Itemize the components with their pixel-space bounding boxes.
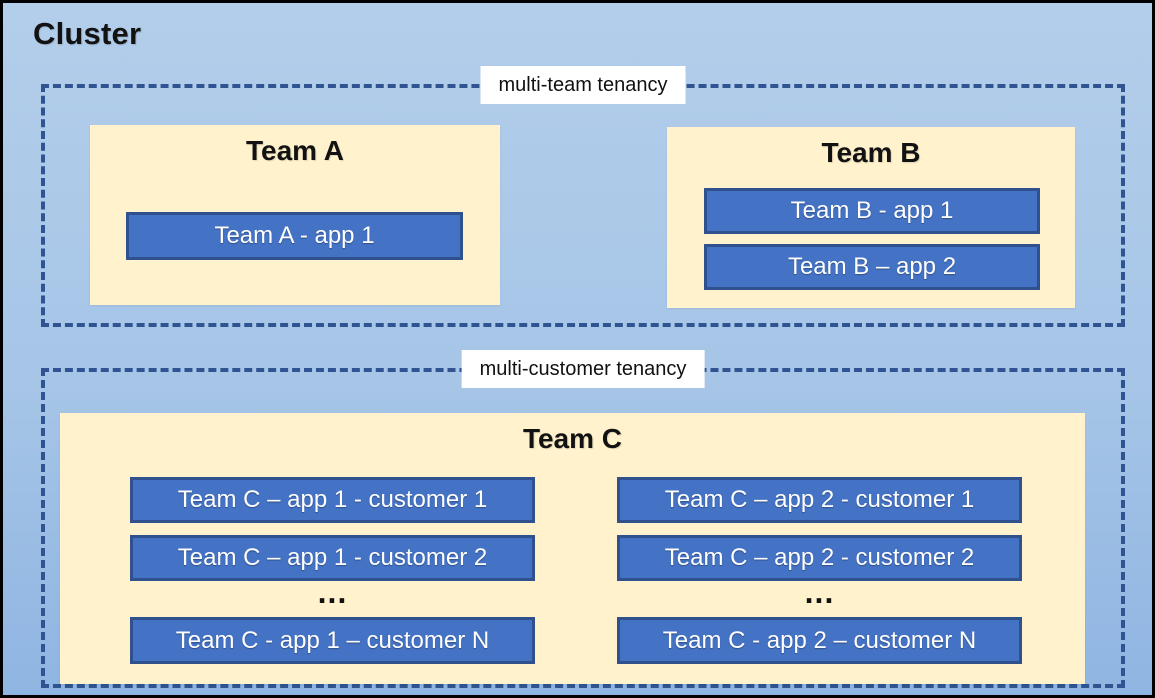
team-c-box: Team C Team C – app 1 - customer 1 Team … bbox=[60, 413, 1085, 684]
team-a-title: Team A bbox=[245, 135, 345, 166]
cluster-title: Cluster bbox=[33, 16, 142, 51]
team-c-title: Team C bbox=[522, 423, 623, 454]
team-c-app-1-column: Team C – app 1 - customer 1 Team C – app… bbox=[130, 413, 535, 684]
team-b-title: Team B bbox=[821, 137, 921, 168]
team-c-app-1-customer-1-box: Team C – app 1 - customer 1 bbox=[130, 477, 535, 523]
team-b-box: Team B Team B - app 1 Team B – app 2 bbox=[667, 127, 1075, 308]
team-b-app-1-box: Team B - app 1 bbox=[704, 188, 1040, 234]
team-c-app-2-column: Team C – app 2 - customer 1 Team C – app… bbox=[617, 413, 1022, 684]
team-b-app-2-box: Team B – app 2 bbox=[704, 244, 1040, 290]
team-c-app-2-ellipsis: ... bbox=[804, 574, 835, 610]
multi-team-tenancy-label: multi-team tenancy bbox=[480, 66, 686, 104]
team-c-app-1-customer-n-box: Team C - app 1 – customer N bbox=[130, 617, 535, 664]
team-c-app-2-customer-2-box: Team C – app 2 - customer 2 bbox=[617, 535, 1022, 581]
team-a-box: Team A Team A - app 1 bbox=[90, 125, 500, 305]
team-a-app-1-box: Team A - app 1 bbox=[126, 212, 463, 260]
multi-customer-tenancy-boundary: multi-customer tenancy Team C Team C – a… bbox=[41, 350, 1125, 688]
multi-team-tenancy-boundary: multi-team tenancy Team A Team A - app 1… bbox=[41, 66, 1125, 327]
team-c-app-1-ellipsis: ... bbox=[317, 574, 348, 610]
team-c-app-2-customer-1-box: Team C – app 2 - customer 1 bbox=[617, 477, 1022, 523]
team-c-app-1-customer-2-box: Team C – app 1 - customer 2 bbox=[130, 535, 535, 581]
multi-customer-tenancy-label: multi-customer tenancy bbox=[461, 350, 705, 388]
team-c-app-2-customer-n-box: Team C - app 2 – customer N bbox=[617, 617, 1022, 664]
